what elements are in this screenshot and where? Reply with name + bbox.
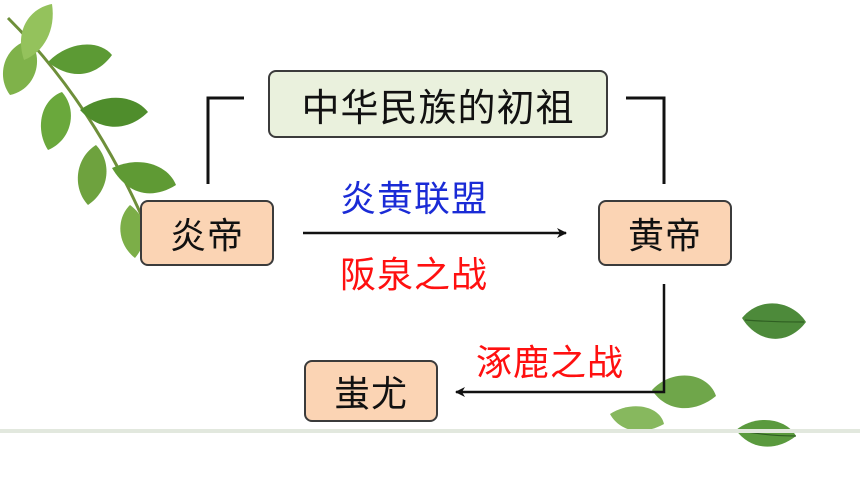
left-bracket-line: [206, 96, 244, 184]
separator-line: [0, 429, 860, 433]
arrow-huangdi-to-chiyou: [455, 284, 666, 397]
right-bracket-line: [626, 96, 666, 184]
label-zhuolu-battle: 涿鹿之战: [476, 343, 625, 384]
label-alliance: 炎黄联盟: [340, 179, 489, 220]
top-box-ancestors: 中华民族的初祖: [268, 70, 608, 138]
node-yandi: 炎帝: [140, 200, 274, 266]
label-banquan-battle: 阪泉之战: [340, 255, 489, 296]
node-huangdi: 黄帝: [598, 200, 732, 266]
node-chiyou: 蚩尤: [304, 360, 438, 422]
leaf-branch-icon: [2, 4, 176, 258]
